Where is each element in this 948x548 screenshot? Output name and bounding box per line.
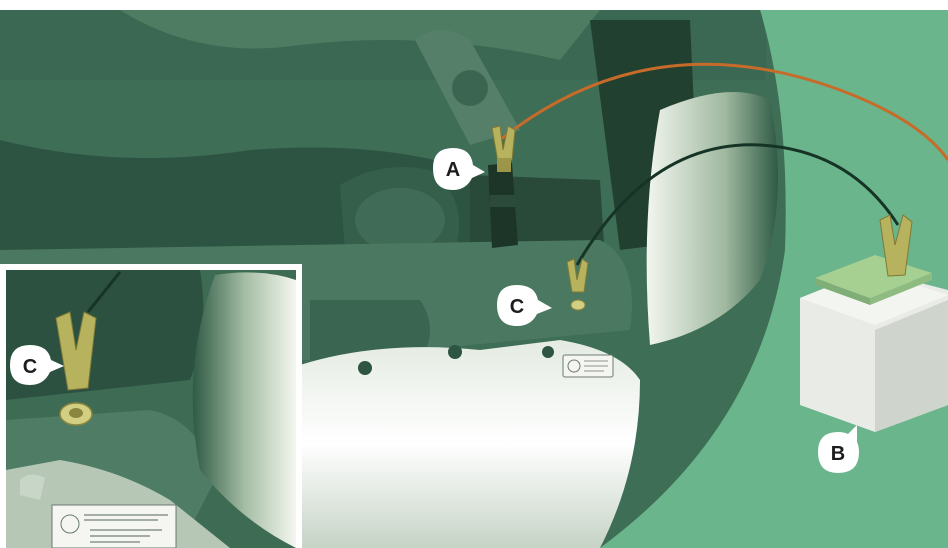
detail-inset: C [0,264,302,548]
callout-a-label: A [446,159,460,181]
warning-label-icon [563,355,613,377]
callout-c-inset-label: C [23,356,37,378]
callout-b-label: B [831,443,845,465]
warning-label-icon [52,505,176,548]
ground-stud-icon [60,403,92,425]
ground-stud-icon [571,300,585,310]
callout-c-label: C [510,296,524,318]
battery [800,255,948,432]
